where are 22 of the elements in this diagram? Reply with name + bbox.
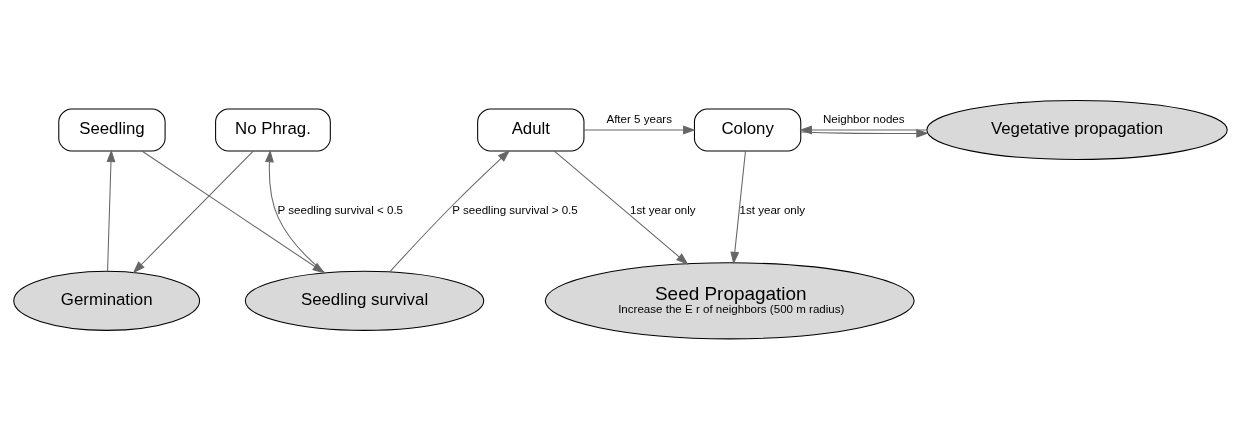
node-box: Colony xyxy=(693,108,802,152)
edge-label: Neighbor nodes xyxy=(822,113,905,126)
edge-label: 1st year only xyxy=(630,204,696,217)
node-ellipse: Vegetative propagation xyxy=(926,99,1228,161)
node-box: Seedling xyxy=(58,108,166,152)
arrow xyxy=(553,150,689,265)
node-box: No Phrag. xyxy=(215,108,331,152)
arrow xyxy=(389,150,511,273)
arrow xyxy=(132,150,254,274)
edge-label: 1st year only xyxy=(739,204,806,217)
edge-label: After 5 years xyxy=(606,113,672,126)
node-ellipse: Seed Propagation Increase the E r of neighbors (500 m radius) xyxy=(544,262,915,340)
edge-label: P seedling survival > 0.5 xyxy=(452,204,578,217)
node-ellipse: Germination xyxy=(13,270,201,331)
arrow xyxy=(106,149,116,272)
arrow xyxy=(800,129,929,138)
arrow xyxy=(799,125,927,135)
edge-label: P seedling survival < 0.5 xyxy=(277,204,404,217)
arrow xyxy=(583,125,696,135)
node-ellipse: Seedling survival xyxy=(244,270,485,331)
arrow xyxy=(730,150,746,265)
node-box: Adult xyxy=(477,108,585,152)
